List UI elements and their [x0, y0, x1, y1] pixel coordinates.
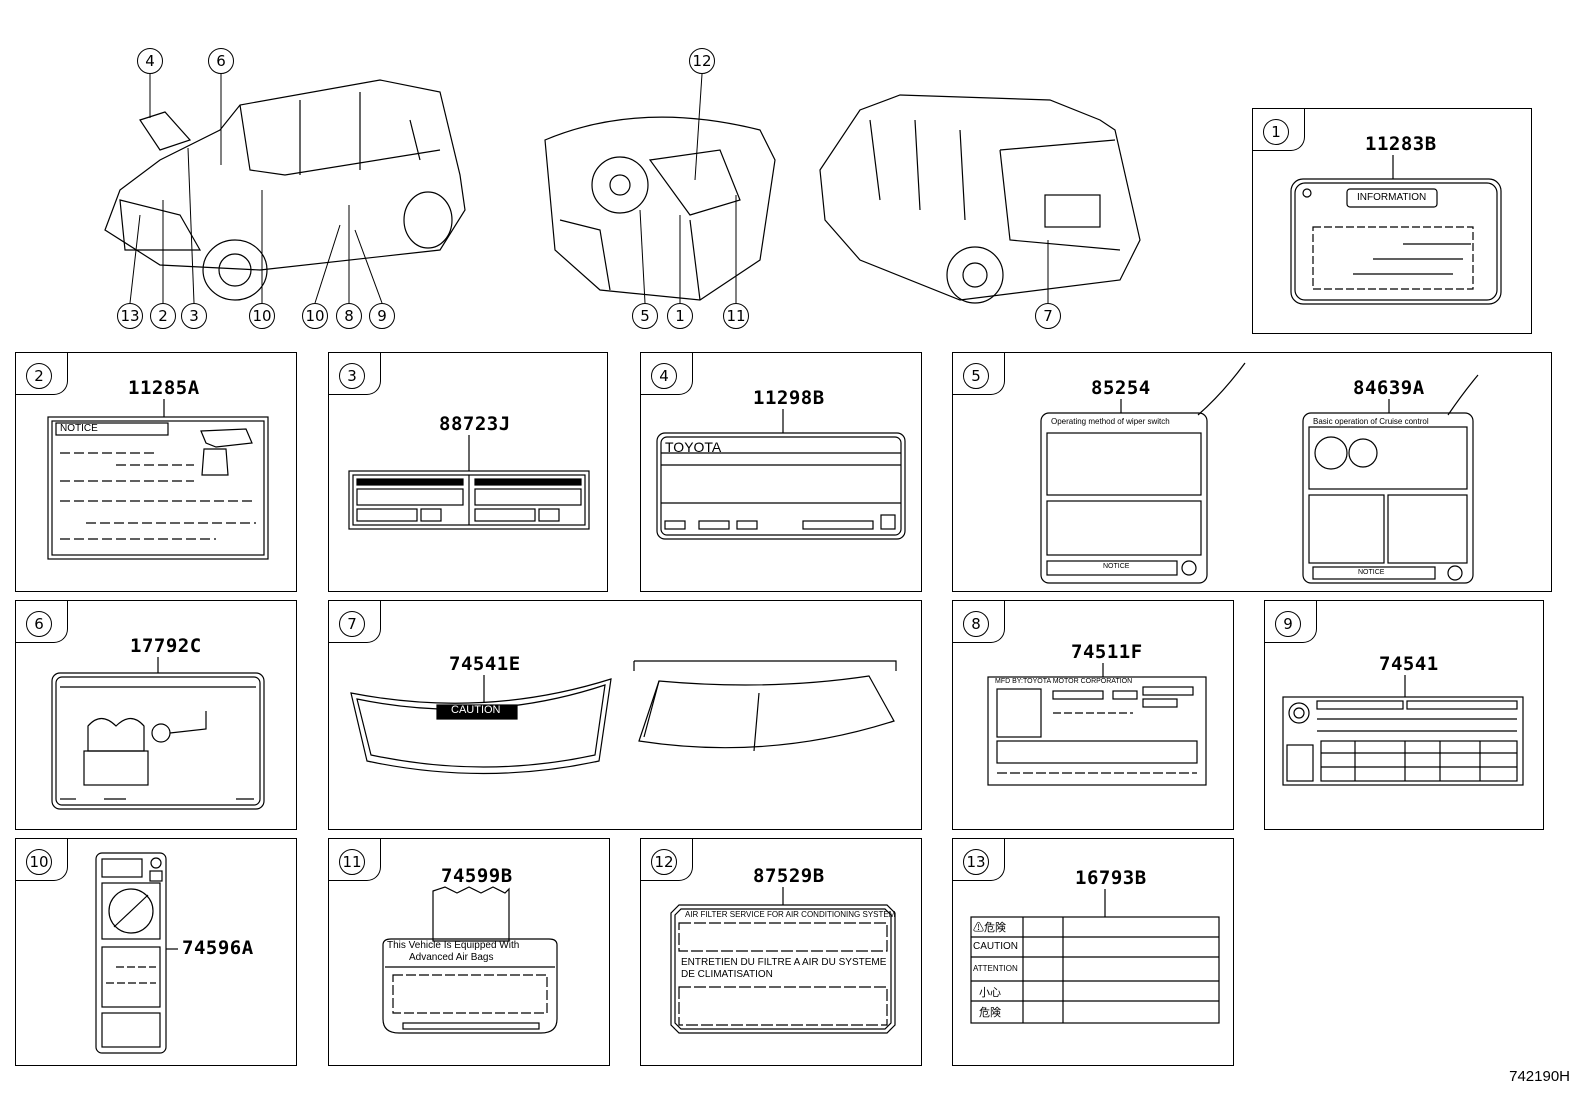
panel-8: 8 74511F MFD BY:TOYOTA MOTOR CORPORATION [952, 600, 1234, 830]
callout-12: 12 [689, 48, 715, 74]
label-drawing [348, 435, 590, 530]
airbag-text-2: Advanced Air Bags [409, 952, 494, 963]
ac-filter-text-en: AIR FILTER SERVICE FOR AIR CONDITIONING … [685, 910, 896, 919]
panel-number: 6 [26, 611, 52, 637]
label-drawing [51, 657, 265, 810]
panel-10: 10 74596A [15, 838, 297, 1066]
hazard-row-5: 危険 [979, 1007, 1001, 1019]
panel-9: 9 74541 [1264, 600, 1544, 830]
callout-3: 3 [181, 303, 207, 329]
callout-8: 8 [336, 303, 362, 329]
panel-number: 5 [963, 363, 989, 389]
panel-number: 1 [1263, 119, 1289, 145]
panel-number: 13 [963, 849, 989, 875]
callout-5: 5 [632, 303, 658, 329]
hazard-row-2: CAUTION [973, 941, 1018, 952]
ac-filter-text-fr-2: DE CLIMATISATION [681, 969, 773, 980]
label-drawing [1290, 155, 1502, 305]
label-drawing [970, 889, 1220, 1024]
panel-13: 13 16793B ⚠危険 CAUTION ATTENTION 小心 危険 [952, 838, 1234, 1066]
part-number: 74511F [1071, 641, 1143, 663]
part-number: 74599B [441, 865, 513, 887]
callout-6: 6 [208, 48, 234, 74]
caution-text: CAUTION [451, 704, 501, 716]
part-number: 74541E [449, 653, 521, 675]
wiper-text: Operating method of wiper switch [1051, 417, 1170, 426]
part-number: 17792C [130, 635, 202, 657]
diagram-reference: 742190H [1509, 1068, 1570, 1085]
label-drawing [382, 886, 558, 1034]
panel-11: 11 74599B This Vehicle Is Equipped With … [328, 838, 610, 1066]
panel-number: 8 [963, 611, 989, 637]
panel-1: 1 11283B INFORMATION [1252, 108, 1532, 334]
callout-1: 1 [667, 303, 693, 329]
part-number: 88723J [439, 413, 511, 435]
label-drawing [350, 660, 897, 775]
vehicle-overview: 4 6 12 13 2 3 10 10 8 9 5 1 11 7 [0, 0, 1250, 345]
panel-3: 3 88723J [328, 352, 608, 592]
panel-number: 10 [26, 849, 52, 875]
notice-text-b: NOTICE [1358, 569, 1385, 576]
callout-10: 10 [249, 303, 275, 329]
panel-number: 9 [1275, 611, 1301, 637]
panel-5: 5 85254 84639A Operating method of wiper… [952, 352, 1552, 592]
panel-number: 11 [339, 849, 365, 875]
label-drawing [987, 663, 1207, 786]
part-number: 11298B [753, 387, 825, 409]
panel-4: 4 11298B TOYOTA [640, 352, 922, 592]
cruise-text: Basic operation of Cruise control [1313, 417, 1429, 426]
callout-7: 7 [1035, 303, 1061, 329]
panel-number: 12 [651, 849, 677, 875]
callout-10b: 10 [302, 303, 328, 329]
callout-4: 4 [137, 48, 163, 74]
ac-filter-text-fr-1: ENTRETIEN DU FILTRE A AIR DU SYSTEME [681, 957, 887, 968]
part-number: 74541 [1379, 653, 1439, 675]
panel-2: 2 11285A NOTICE [15, 352, 297, 592]
panel-number: 7 [339, 611, 365, 637]
callout-9: 9 [369, 303, 395, 329]
notice-text-a: NOTICE [1103, 563, 1130, 570]
panel-number: 2 [26, 363, 52, 389]
label-drawing [1282, 675, 1524, 786]
callout-13: 13 [117, 303, 143, 329]
part-number-a: 85254 [1091, 377, 1151, 399]
mfd-text: MFD BY:TOYOTA MOTOR CORPORATION [995, 678, 1133, 685]
vehicle-line-art [104, 73, 1141, 304]
panel-6: 6 17792C [15, 600, 297, 830]
notice-text: NOTICE [60, 423, 98, 434]
part-number: 74596A [182, 937, 254, 959]
panel-12: 12 87529B AIR FILTER SERVICE FOR AIR CON… [640, 838, 922, 1066]
part-number: 11283B [1365, 133, 1437, 155]
panel-7: 7 74541E CAUTION [328, 600, 922, 830]
panel-number: 4 [651, 363, 677, 389]
part-number: 87529B [753, 865, 825, 887]
label-drawing [95, 852, 178, 1054]
hazard-row-1: ⚠危険 [973, 922, 1006, 934]
label-drawing [656, 409, 906, 540]
part-number-b: 84639A [1353, 377, 1425, 399]
airbag-text-1: This Vehicle Is Equipped With [387, 940, 520, 951]
callout-11: 11 [723, 303, 749, 329]
hazard-row-4: 小心 [979, 987, 1001, 999]
part-number: 11285A [128, 377, 200, 399]
label-drawing [1040, 362, 1479, 584]
toyota-text: TOYOTA [665, 439, 722, 455]
panel-number: 3 [339, 363, 365, 389]
label-drawing [47, 399, 269, 560]
information-text: INFORMATION [1357, 192, 1427, 203]
label-drawing [670, 887, 896, 1034]
callout-2: 2 [150, 303, 176, 329]
part-number: 16793B [1075, 867, 1147, 889]
hazard-row-3: ATTENTION [973, 964, 1018, 973]
